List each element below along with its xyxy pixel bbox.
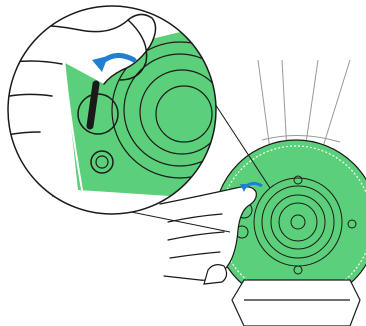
magnifier-callout — [0, 6, 248, 214]
mount-lines — [258, 60, 350, 152]
device-housing — [232, 280, 360, 326]
